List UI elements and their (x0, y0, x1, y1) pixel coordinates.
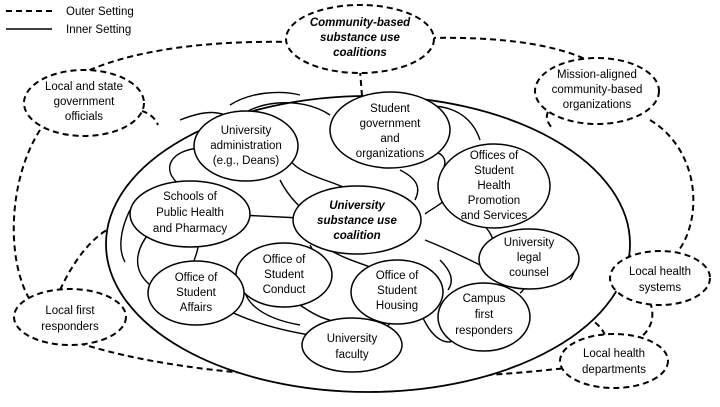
node-student-government: Student government and organizations (329, 91, 451, 169)
svg-text:Conduct: Conduct (263, 284, 307, 296)
legend: Outer Setting Inner Setting (6, 6, 134, 36)
svg-text:Public Health: Public Health (156, 207, 224, 219)
svg-text:systems: systems (639, 282, 681, 294)
svg-text:University: University (221, 125, 272, 137)
outer-nodes: Community-based substance use coalitions… (13, 4, 711, 389)
node-community-coalitions: Community-based substance use coalitions (285, 4, 435, 74)
svg-text:University: University (329, 200, 385, 212)
svg-text:Mission-aligned: Mission-aligned (557, 69, 637, 81)
connector-community-mission (429, 36, 603, 71)
svg-text:Housing: Housing (376, 300, 418, 312)
connector-mission-health (649, 119, 695, 255)
svg-text:government: government (360, 118, 422, 130)
svg-text:substance use: substance use (317, 215, 397, 227)
svg-text:responders: responders (455, 325, 513, 337)
connector-gov-responders (12, 129, 41, 301)
svg-text:faculty: faculty (335, 349, 368, 361)
node-office-student-conduct: Office of Student Conduct (235, 242, 333, 308)
node-university-admin: University administration (e.g., Deans) (193, 110, 299, 182)
svg-text:Community-based: Community-based (310, 17, 411, 29)
svg-text:substance use: substance use (320, 32, 400, 44)
node-schools-public-health: Schools of Public Health and Pharmacy (129, 180, 251, 248)
svg-text:Student: Student (176, 287, 216, 299)
svg-text:University: University (504, 237, 555, 249)
svg-text:University: University (327, 333, 378, 345)
svg-text:Health: Health (477, 180, 510, 192)
svg-text:responders: responders (41, 321, 99, 333)
svg-text:Schools of: Schools of (163, 191, 218, 203)
svg-text:Local first: Local first (45, 305, 95, 317)
svg-text:officials: officials (65, 111, 103, 123)
svg-text:Office of: Office of (175, 272, 218, 284)
svg-text:Student: Student (264, 269, 304, 281)
legend-outer-label: Outer Setting (66, 6, 134, 18)
svg-text:organizations: organizations (563, 99, 632, 111)
svg-text:community-based: community-based (552, 84, 643, 96)
svg-text:first: first (475, 309, 494, 321)
svg-text:and Pharmacy: and Pharmacy (153, 223, 227, 235)
node-local-health-departments: Local health departments (559, 333, 669, 389)
node-university-legal: University legal counsel (478, 228, 580, 290)
svg-text:Promotion: Promotion (468, 195, 520, 207)
svg-text:counsel: counsel (509, 267, 549, 279)
inner-nodes: University administration (e.g., Deans) … (129, 91, 580, 373)
svg-text:and Services: and Services (461, 210, 528, 222)
connector-responders-ellipse (59, 227, 111, 291)
svg-text:Local health: Local health (629, 266, 691, 278)
node-local-state-gov: Local and state government officials (23, 69, 145, 137)
svg-text:and: and (380, 133, 399, 145)
svg-text:Office of: Office of (263, 254, 306, 266)
svg-text:Offices of: Offices of (470, 150, 519, 162)
svg-text:Affairs: Affairs (180, 302, 213, 314)
svg-text:Student: Student (370, 103, 410, 115)
node-campus-first-responders: Campus first responders (437, 282, 531, 352)
node-offices-health-promotion: Offices of Student Health Promotion and … (437, 143, 551, 229)
node-local-health-systems: Local health systems (609, 250, 711, 306)
svg-text:Local and state: Local and state (45, 81, 123, 93)
node-local-first-responders: Local first responders (13, 288, 127, 346)
svg-text:coalition: coalition (333, 230, 380, 242)
svg-text:organizations: organizations (356, 148, 425, 160)
svg-text:administration: administration (210, 140, 282, 152)
svg-text:legal: legal (517, 252, 541, 264)
svg-text:departments: departments (582, 364, 646, 376)
legend-inner-label: Inner Setting (66, 24, 131, 36)
node-university-coalition: University substance use coalition (292, 185, 422, 255)
connector-health-departments (639, 301, 654, 339)
connector-community-ellipse (359, 69, 363, 97)
node-mission-aligned: Mission-aligned community-based organiza… (534, 57, 660, 125)
svg-text:Campus: Campus (463, 293, 506, 305)
svg-text:government: government (54, 96, 116, 108)
svg-text:Office of: Office of (376, 270, 419, 282)
node-university-faculty: University faculty (301, 317, 403, 373)
svg-text:Student: Student (377, 285, 417, 297)
node-office-student-affairs: Office of Student Affairs (147, 260, 245, 326)
svg-text:coalitions: coalitions (333, 47, 387, 59)
connector-mission-ellipse (545, 111, 553, 129)
node-office-student-housing: Office of Student Housing (350, 259, 444, 325)
svg-text:Local health: Local health (583, 348, 645, 360)
svg-text:Student: Student (474, 165, 514, 177)
svg-text:(e.g., Deans): (e.g., Deans) (213, 155, 280, 167)
